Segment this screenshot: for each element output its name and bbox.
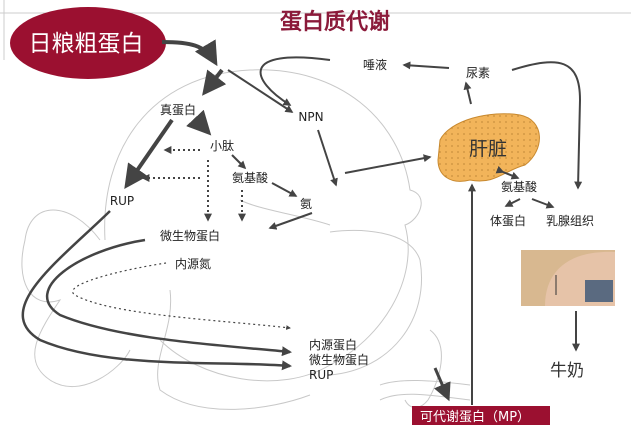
endogenous-n-label: 内源氮 <box>175 256 211 271</box>
dotted-arrows <box>72 146 291 330</box>
urea-label: 尿素 <box>466 66 490 80</box>
microbial-protein-label: 微生物蛋白 <box>160 228 220 243</box>
true-protein-label: 真蛋白 <box>160 102 196 117</box>
cow-milking-photo <box>521 250 615 306</box>
intestine-microbial-label: 微生物蛋白 <box>309 352 369 367</box>
body-protein-label: 体蛋白 <box>490 213 526 228</box>
peptide-label: 小肽 <box>210 138 234 153</box>
ammonia-label: 氨 <box>300 197 312 211</box>
rup-label: RUP <box>110 194 134 208</box>
liver-label: 肝脏 <box>469 138 507 160</box>
saliva-label: 唾液 <box>363 57 387 72</box>
liver-amino-acid-label: 氨基酸 <box>501 179 537 194</box>
flow-arrows <box>21 39 583 405</box>
mp-box <box>412 406 550 425</box>
npn-label: NPN <box>298 110 323 124</box>
feed-protein-ellipse <box>10 7 166 79</box>
mammary-label: 乳腺组织 <box>546 214 594 228</box>
milk-label: 牛奶 <box>550 361 584 381</box>
feed-protein-label: 日粮粗蛋白 <box>29 31 144 57</box>
intestine-endogenous-label: 内源蛋白 <box>309 337 357 352</box>
rumen-outline <box>21 69 471 410</box>
intestine-rup-label: RUP <box>309 368 333 382</box>
liver-shape <box>437 113 540 182</box>
mp-label: 可代谢蛋白（MP） <box>420 409 530 425</box>
amino-acid-label: 氨基酸 <box>232 170 268 185</box>
diagram-title: 蛋白质代谢 <box>280 9 390 35</box>
